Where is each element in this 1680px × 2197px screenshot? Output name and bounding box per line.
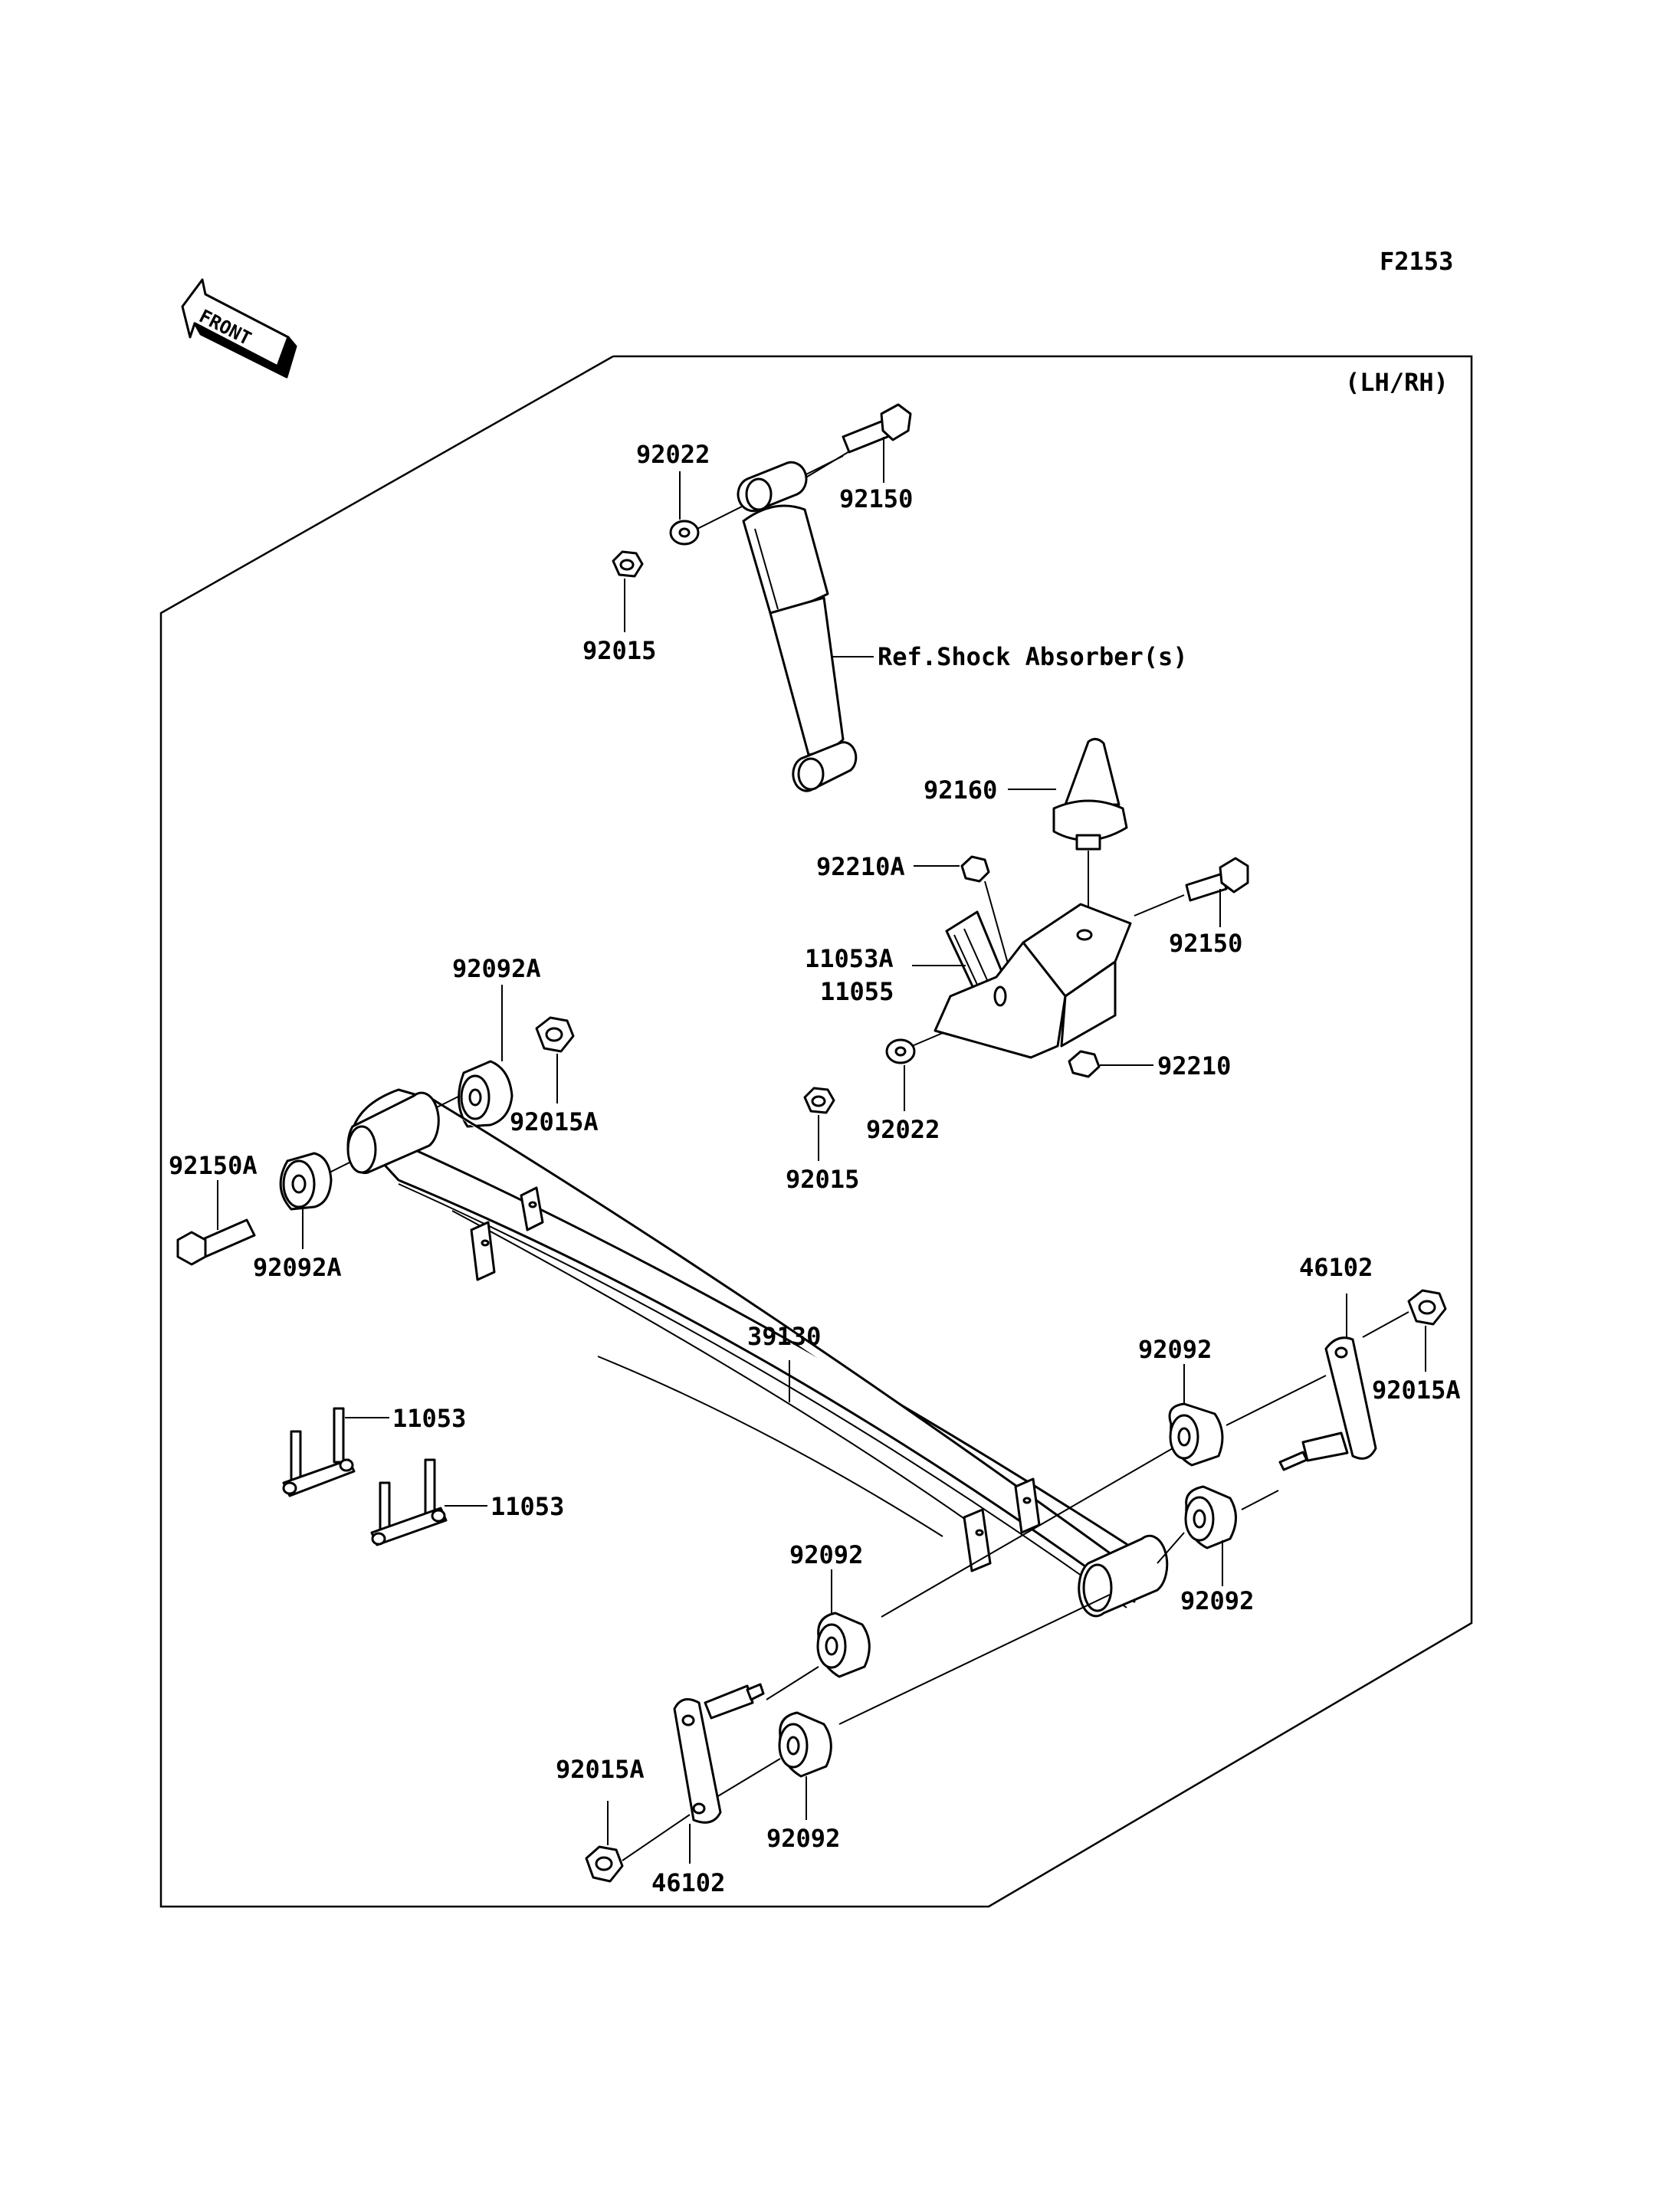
shock-absorber xyxy=(697,448,858,792)
label-nut-rear-right: 92015A xyxy=(1372,1376,1461,1405)
bushing-rear-3-icon xyxy=(816,1612,871,1678)
washer-bracket-icon xyxy=(885,1038,916,1064)
ubolt-1-icon xyxy=(282,1407,356,1497)
bushing-rear-2-icon xyxy=(1184,1485,1237,1549)
nut-rear-left-icon xyxy=(585,1845,624,1883)
label-washer-upper: 92022 xyxy=(636,440,710,469)
nut-upper-icon xyxy=(612,550,644,578)
label-bolt-upper: 92150 xyxy=(839,484,913,513)
label-nut-front: 92015A xyxy=(510,1107,599,1136)
label-leaf-spring: 39130 xyxy=(747,1322,821,1351)
nut-bracket-icon xyxy=(1068,1050,1101,1078)
label-nut-bracket-left: 92015 xyxy=(786,1165,859,1194)
bushing-rear-1-icon xyxy=(1168,1402,1224,1467)
bushing-front-bottom-icon xyxy=(279,1152,333,1211)
bolt-upper-icon xyxy=(842,403,912,454)
label-bushing-rear-3: 92092 xyxy=(789,1540,863,1569)
label-washer-bracket: 92022 xyxy=(866,1115,940,1144)
nut-front-icon xyxy=(535,1016,575,1053)
shackle-right-icon xyxy=(1278,1336,1377,1471)
label-bushing-rear-1: 92092 xyxy=(1138,1335,1212,1364)
label-bump-stop: 92160 xyxy=(924,776,997,805)
label-shackle-left: 46102 xyxy=(651,1868,725,1897)
label-nut-upper: 92015 xyxy=(582,636,656,665)
shackle-left-icon xyxy=(673,1683,765,1824)
label-shackle-right: 46102 xyxy=(1299,1253,1373,1282)
bracket-icon xyxy=(934,903,1132,1059)
bump-stop-icon xyxy=(1052,738,1128,851)
label-nut-bracket: 92210 xyxy=(1157,1051,1231,1080)
label-ubolt-2: 11053 xyxy=(491,1492,564,1521)
nut-bracket-left-icon xyxy=(803,1087,835,1114)
bushing-front-top-icon xyxy=(458,1060,514,1128)
label-bushing-front-top: 92092A xyxy=(452,954,541,983)
label-bushing-rear-4: 92092 xyxy=(766,1824,840,1853)
leaf-spring xyxy=(346,1088,1169,1618)
label-ubolt-1: 11053 xyxy=(392,1404,466,1433)
diagram-frame xyxy=(159,355,1473,1908)
label-bolt-front: 92150A xyxy=(169,1151,258,1180)
nut-flange-small-icon xyxy=(960,855,990,883)
label-bushing-rear-2: 92092 xyxy=(1180,1586,1254,1615)
washer-upper-icon xyxy=(669,520,700,546)
label-bushing-front-bottom: 92092A xyxy=(253,1253,342,1282)
label-nut-rear-left: 92015A xyxy=(556,1755,645,1784)
label-bracket-a: 11053A xyxy=(805,944,894,973)
front-arrow-icon: FRONT xyxy=(181,278,297,379)
nut-rear-right-icon xyxy=(1407,1289,1447,1326)
bushing-rear-4-icon xyxy=(778,1711,832,1778)
label-shock-ref: Ref.Shock Absorber(s) xyxy=(878,642,1188,671)
ubolt-2-icon xyxy=(370,1458,448,1546)
figure-code: F2153 xyxy=(1380,247,1453,276)
bolt-front-icon xyxy=(176,1218,256,1266)
label-bolt-bracket: 92150 xyxy=(1169,929,1242,958)
label-bracket-b: 11055 xyxy=(820,977,894,1006)
side-note: (LH/RH) xyxy=(1345,368,1449,397)
bolt-bracket-icon xyxy=(1185,857,1249,902)
label-nut-flange-small: 92210A xyxy=(816,852,905,881)
